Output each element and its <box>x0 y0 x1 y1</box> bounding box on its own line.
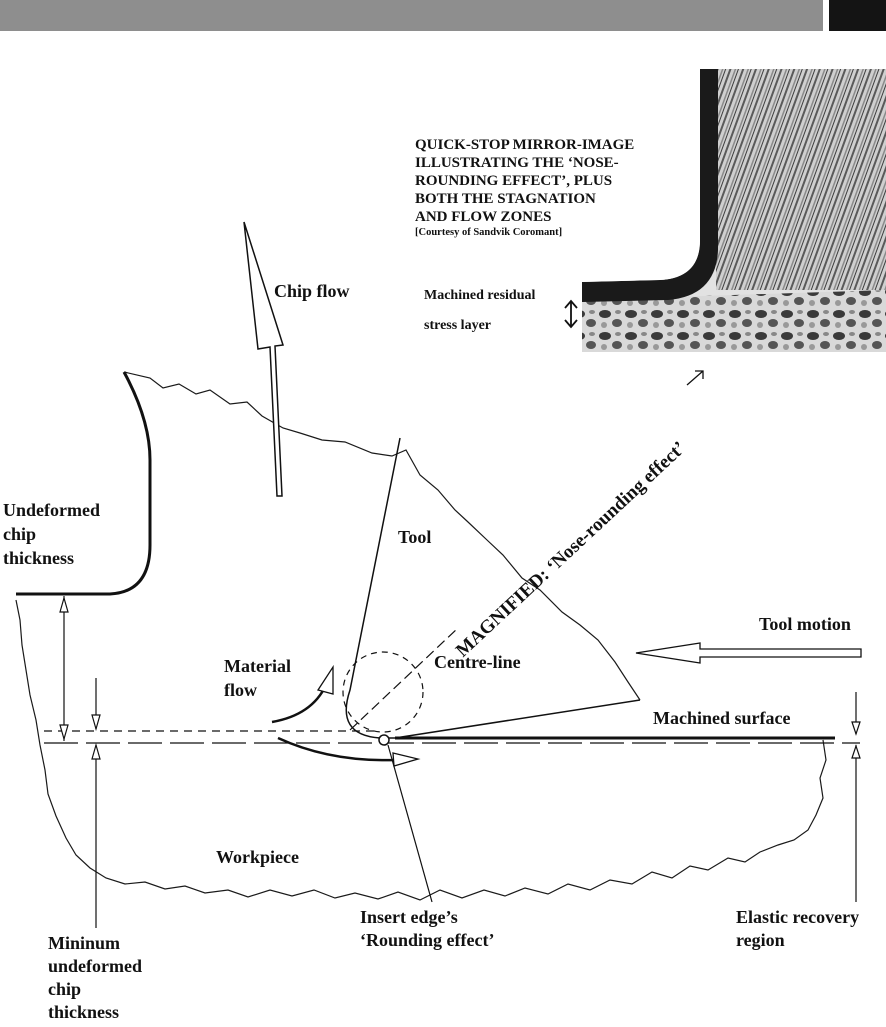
label-chip-flow: Chip flow <box>274 281 350 301</box>
label-workpiece: Workpiece <box>216 847 299 867</box>
chip-back-edge <box>16 371 152 596</box>
label-minimum-3: chip <box>48 979 82 999</box>
caption-line-1: QUICK-STOP MIRROR-IMAGE <box>415 137 635 153</box>
tool-motion-arrow <box>635 642 862 664</box>
magnify-leader-line <box>349 627 459 731</box>
magnify-pointer-arrow <box>686 370 704 386</box>
label-undeformed-3: thickness <box>3 548 75 568</box>
label-minimum-1: Mininum <box>48 933 121 953</box>
workpiece-chip-outline <box>15 371 827 901</box>
label-minimum-2: undeformed <box>48 956 142 976</box>
label-undeformed-1: Undeformed <box>3 500 100 520</box>
label-tool: Tool <box>398 527 432 547</box>
undeformed-thickness-dimension <box>59 595 69 742</box>
label-centre-line: Centre-line <box>434 652 521 672</box>
residual-label-2: stress layer <box>424 318 491 333</box>
insert-edge-circle <box>378 734 390 746</box>
label-undeformed-2: chip <box>3 524 37 544</box>
elastic-recovery-dimension <box>851 692 861 902</box>
magnified-circle <box>342 651 424 733</box>
quick-stop-photo <box>582 69 886 352</box>
label-tool-motion: Tool motion <box>759 614 851 634</box>
caption-line-2: ILLUSTRATING THE ‘NOSE- <box>415 155 619 171</box>
label-material-flow-1: Material <box>224 656 291 676</box>
header-bar <box>0 0 823 31</box>
caption-courtesy: [Courtesy of Sandvik Coromant] <box>415 227 563 238</box>
label-machined-surface: Machined surface <box>653 708 791 728</box>
label-minimum-4: thickness <box>48 1002 120 1022</box>
label-elastic-2: region <box>736 930 785 950</box>
photo-caption: QUICK-STOP MIRROR-IMAGE ILLUSTRATING THE… <box>415 136 634 240</box>
label-elastic-1: Elastic recovery <box>736 907 860 927</box>
caption-line-5: AND FLOW ZONES <box>415 209 552 225</box>
caption-line-4: BOTH THE STAGNATION <box>415 191 596 207</box>
residual-label-1: Machined residual <box>424 288 536 303</box>
caption-line-3: ROUNDING EFFECT’, PLUS <box>415 173 613 189</box>
label-material-flow-2: flow <box>224 680 257 700</box>
material-flow-arrow-down <box>277 736 396 762</box>
material-flow-arrowhead-down <box>392 752 421 767</box>
label-insert-1: Insert edge’s <box>360 907 458 927</box>
chip-flow-arrow <box>243 221 284 497</box>
residual-stress-arrow <box>564 299 578 329</box>
material-flow-arrowhead-up <box>316 664 334 695</box>
header-page-block <box>829 0 886 31</box>
minimum-thickness-dimension <box>91 678 101 928</box>
insert-edge-leader <box>387 744 433 903</box>
label-insert-2: ‘Rounding effect’ <box>360 930 495 950</box>
tool-outline <box>345 437 641 739</box>
